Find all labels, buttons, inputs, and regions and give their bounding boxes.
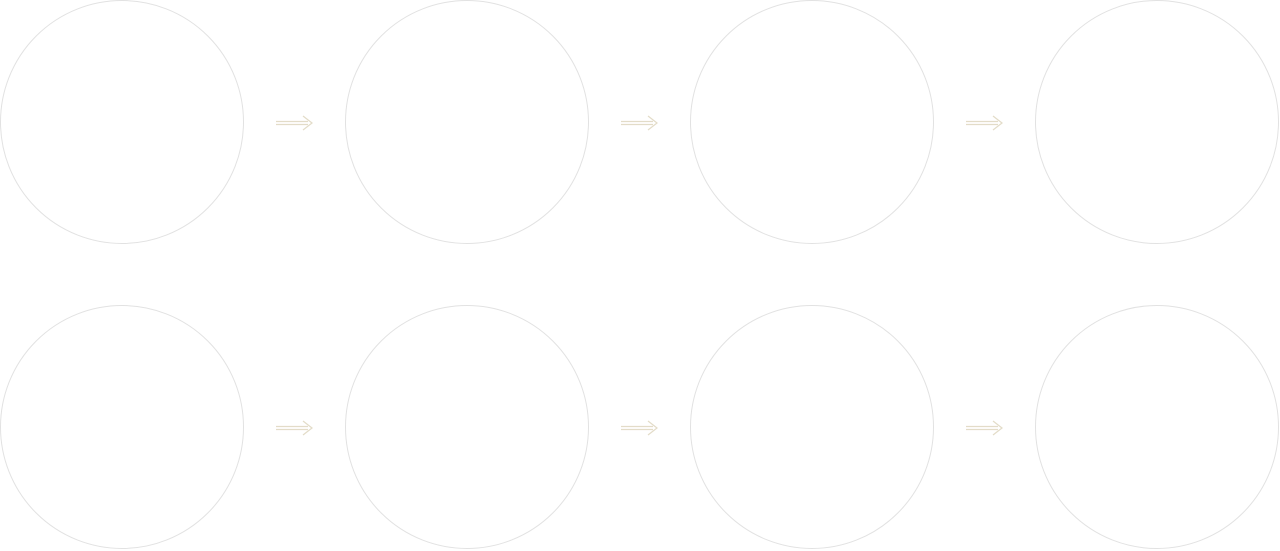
double-line-arrow-icon xyxy=(275,418,315,438)
step-circle xyxy=(0,0,244,244)
step-circle xyxy=(1035,0,1279,244)
step-circle xyxy=(345,0,589,244)
step-circle xyxy=(345,305,589,549)
double-line-arrow-icon xyxy=(965,113,1005,133)
step-circle xyxy=(1035,305,1279,549)
flow-row-2 xyxy=(0,305,1280,551)
double-line-arrow-icon xyxy=(275,113,315,133)
double-line-arrow-icon xyxy=(965,418,1005,438)
double-line-arrow-icon xyxy=(620,418,660,438)
flow-row-1 xyxy=(0,0,1280,246)
step-circle xyxy=(690,0,934,244)
step-circle xyxy=(0,305,244,549)
double-line-arrow-icon xyxy=(620,113,660,133)
step-circle xyxy=(690,305,934,549)
